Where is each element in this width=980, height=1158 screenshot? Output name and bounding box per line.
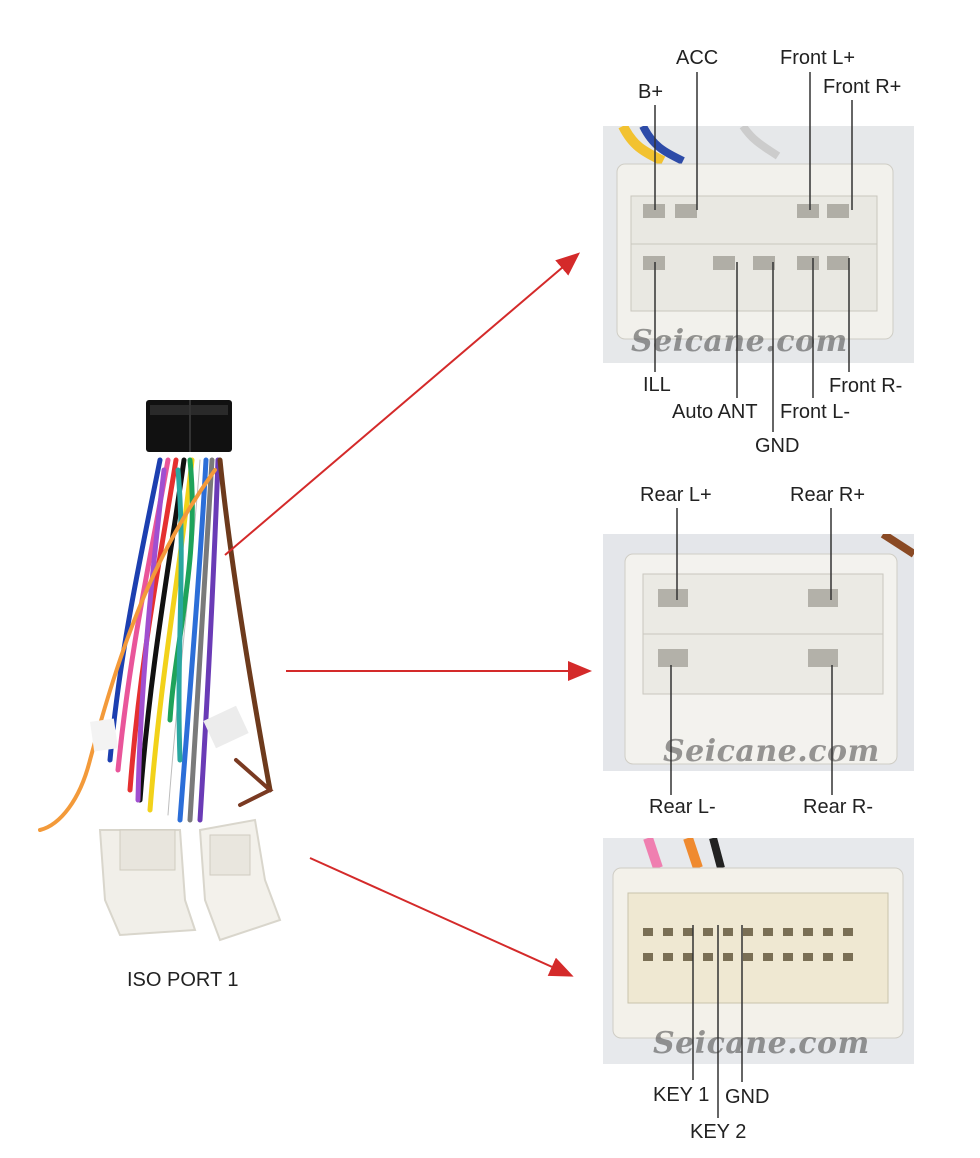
connector-2-photo: Seicane.com bbox=[603, 534, 914, 771]
pin-label-front-r-minus: Front R- bbox=[829, 375, 903, 397]
watermark-3: Seicane.com bbox=[653, 1026, 870, 1061]
pin-label-gnd-1: GND bbox=[755, 435, 800, 457]
pin-label-rear-l-plus: Rear L+ bbox=[640, 484, 712, 506]
pin-label-key2: KEY 2 bbox=[690, 1121, 747, 1143]
pin-label-acc: ACC bbox=[676, 47, 719, 69]
arrow-to-connector-3 bbox=[309, 857, 574, 977]
pin-label-front-l-minus: Front L- bbox=[780, 401, 851, 423]
pin-label-ill: ILL bbox=[643, 374, 671, 396]
pin-label-rear-l-minus: Rear L- bbox=[649, 796, 716, 818]
pin-label-gnd-3: GND bbox=[725, 1086, 770, 1108]
pin-label-front-r-plus: Front R+ bbox=[823, 76, 902, 98]
watermark-1: Seicane.com bbox=[631, 324, 848, 359]
connector-3-photo: Seicane.com bbox=[603, 838, 914, 1064]
arrow-to-connector-1 bbox=[224, 252, 581, 556]
watermark-2: Seicane.com bbox=[663, 734, 880, 769]
pin-label-auto-ant: Auto ANT bbox=[672, 401, 758, 423]
pin-label-key1: KEY 1 bbox=[653, 1084, 710, 1106]
pin-label-rear-r-plus: Rear R+ bbox=[790, 484, 866, 506]
pin-label-b-plus: B+ bbox=[638, 81, 664, 103]
harness-label: ISO PORT 1 bbox=[127, 969, 239, 991]
pin-label-rear-r-minus: Rear R- bbox=[803, 796, 874, 818]
pin-label-front-l-plus: Front L+ bbox=[780, 47, 856, 69]
